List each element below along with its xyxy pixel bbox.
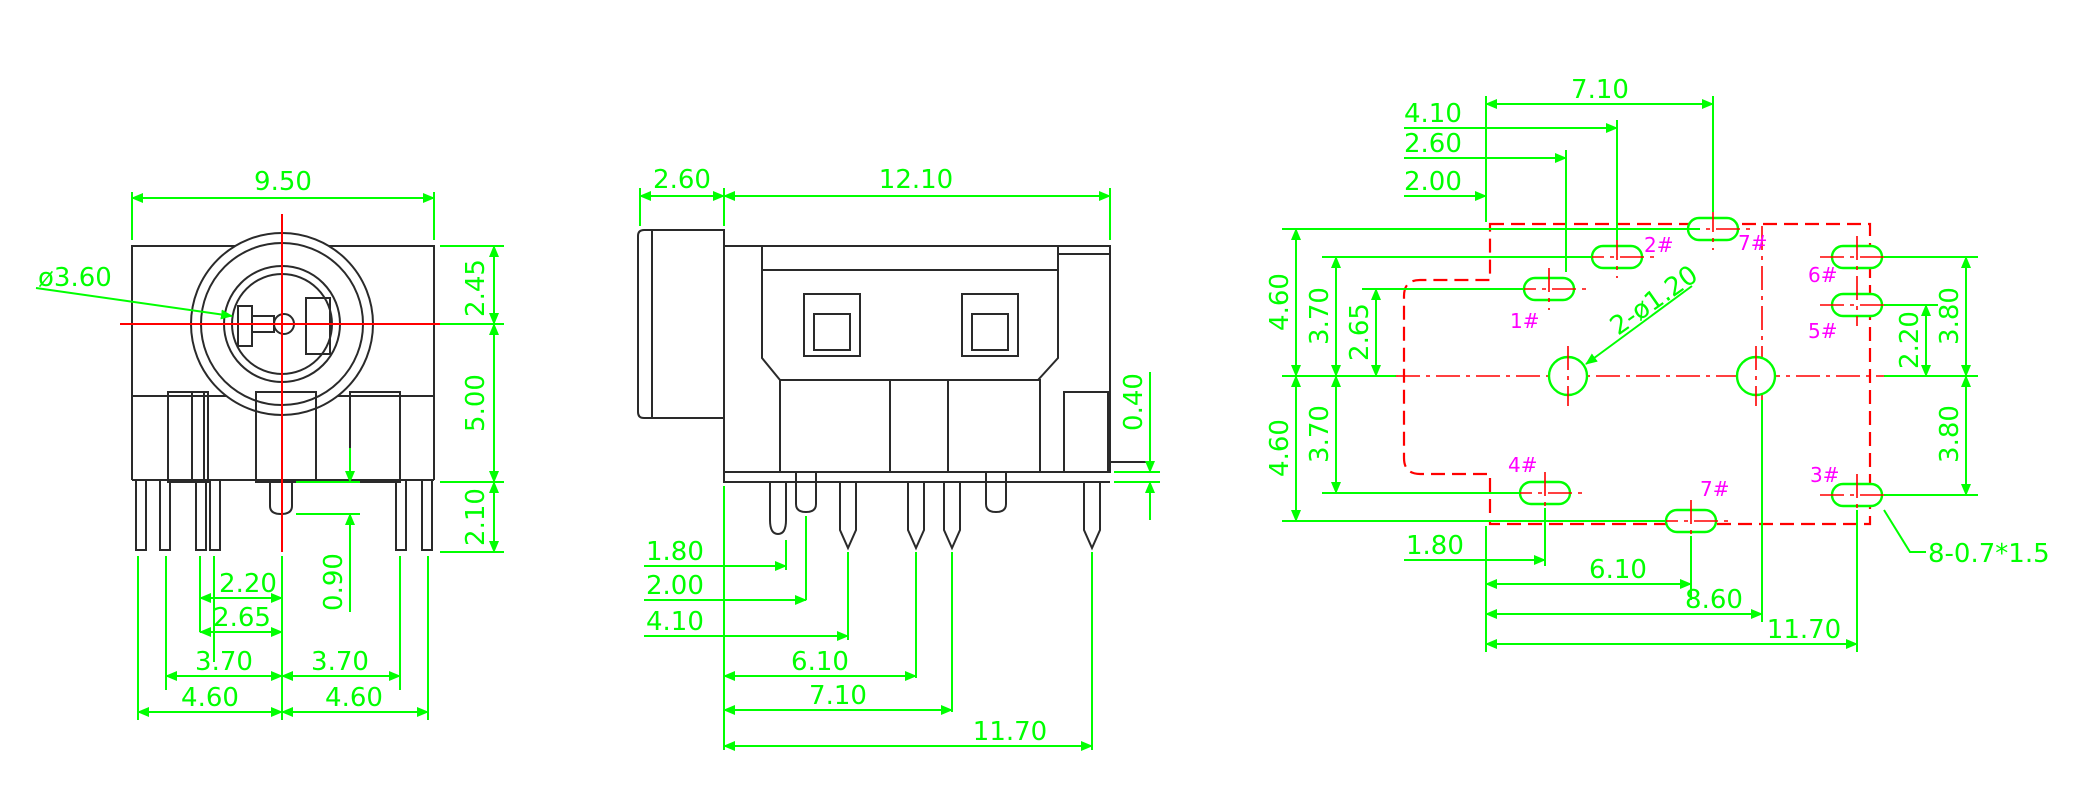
front-lower-block-left [167, 391, 209, 483]
dim-right-3-80-bottom-label: 3.80 [1935, 405, 1965, 463]
dim-2-00-label: 2.00 [646, 571, 704, 601]
front-contact-right [305, 297, 331, 355]
dim-right-2-20-label: 2.20 [1895, 311, 1925, 369]
dim-3-70-right-label: 3.70 [311, 647, 369, 677]
front-lower-tab [191, 391, 205, 483]
dim-top-7-10-label: 7.10 [1571, 75, 1629, 105]
dim-1-80-label: 1.80 [646, 537, 704, 567]
side-window-right [961, 293, 1019, 357]
dim-hole-leader [35, 287, 233, 320]
dim-bottom-11-70-label: 11.70 [1767, 615, 1841, 645]
side-body-outline [724, 245, 1111, 473]
dim-right-3-80-top-label: 3.80 [1935, 287, 1965, 345]
dim-bottom-6-10-label: 6.10 [1589, 555, 1647, 585]
dim-top-4-10-label: 4.10 [1404, 99, 1462, 129]
dim-4-60-right-label: 4.60 [325, 683, 383, 713]
front-pin-3 [195, 479, 207, 551]
front-view [120, 214, 450, 552]
side-window-left-inner [813, 313, 851, 351]
dim-step-label: 0.40 [1119, 373, 1149, 431]
side-pin-5 [943, 482, 961, 551]
dim-body-length-label: 12.10 [879, 165, 953, 195]
footprint-outline [1402, 222, 1872, 526]
dim-top-height-label: 2.45 [461, 259, 491, 317]
slot-callout-leader [1883, 509, 1926, 553]
pin-label-7-top: 7# [1738, 231, 1767, 255]
side-upper-panel [761, 246, 1059, 381]
pin-label-5: 5# [1808, 319, 1837, 343]
dim-left-4-60-top-label: 4.60 [1265, 273, 1295, 331]
footprint-view: 1# 2# 7# 6# 5# 4# 7# 3# [1396, 208, 1894, 542]
side-pin-4 [907, 482, 925, 551]
dim-2-65-label: 2.65 [213, 603, 271, 633]
dim-left-3-70-top-label: 3.70 [1305, 287, 1335, 345]
front-pin-6 [421, 479, 433, 551]
hole-callout-label: 2-ø1.20 [1605, 260, 1704, 342]
footprint-dimensions: 7.10 4.10 2.60 2.00 4.60 3.70 2.65 4.60 … [1265, 75, 2050, 652]
pin-label-2: 2# [1644, 233, 1673, 257]
side-pin-1 [769, 482, 787, 536]
side-pin-3 [839, 482, 857, 551]
dim-top-2-60-label: 2.60 [1404, 129, 1462, 159]
dim-3-70-left-label: 3.70 [195, 647, 253, 677]
dim-bottom-height-label: 2.10 [461, 488, 491, 546]
dim-bottom-8-60-label: 8.60 [1685, 585, 1743, 615]
dim-top-2-00-label: 2.00 [1404, 167, 1462, 197]
dim-7-10-label: 7.10 [809, 681, 867, 711]
front-pin-1 [135, 479, 147, 551]
pin-label-7-bottom: 7# [1700, 477, 1729, 501]
side-view [637, 229, 1150, 551]
side-pin-7 [1083, 482, 1101, 551]
front-view-dimensions: 9.50 ø3.60 2.45 5.00 2.10 0.90 2.20 2 [35, 167, 504, 720]
dim-4-10-label: 4.10 [646, 607, 704, 637]
dim-11-70-label: 11.70 [973, 717, 1047, 747]
dim-bottom-1-80-label: 1.80 [1406, 531, 1464, 561]
dim-left-4-60-bottom-label: 4.60 [1265, 419, 1295, 477]
front-pin-5 [395, 479, 407, 551]
dim-hole-label: ø3.60 [38, 263, 112, 293]
side-view-dimensions: 2.60 12.10 0.40 1.80 2.00 4.10 6.10 7.10… [639, 165, 1160, 751]
side-window-left [803, 293, 861, 357]
dim-width-label: 9.50 [254, 167, 312, 197]
side-pin-6 [985, 472, 1007, 514]
side-rear-block [1063, 391, 1109, 473]
dim-left-3-70-bottom-label: 3.70 [1305, 405, 1335, 463]
hole-callout-leader [1585, 285, 1693, 365]
dim-mid-height-label: 5.00 [461, 374, 491, 432]
front-pin-2 [159, 479, 171, 551]
pin-label-3: 3# [1810, 463, 1839, 487]
side-front-flange [637, 229, 725, 419]
side-window-right-inner [971, 313, 1009, 351]
front-pin-4 [209, 479, 221, 551]
slot-callout-label: 8-0.7*1.5 [1928, 539, 2050, 569]
dim-4-60-left-label: 4.60 [181, 683, 239, 713]
side-lower-outline [723, 418, 1110, 483]
pin-label-1: 1# [1510, 309, 1539, 333]
pin-label-6: 6# [1808, 263, 1837, 287]
dim-2-20-label: 2.20 [219, 569, 277, 599]
side-pin-2 [795, 472, 817, 514]
dim-front-depth-label: 2.60 [653, 165, 711, 195]
front-lower-block-right [349, 391, 401, 483]
pin-label-4: 4# [1508, 453, 1537, 477]
front-lower-block-center [255, 391, 317, 483]
dim-pin-offset-label: 0.90 [319, 553, 349, 611]
dim-6-10-label: 6.10 [791, 647, 849, 677]
dim-left-2-65-label: 2.65 [1345, 303, 1375, 361]
